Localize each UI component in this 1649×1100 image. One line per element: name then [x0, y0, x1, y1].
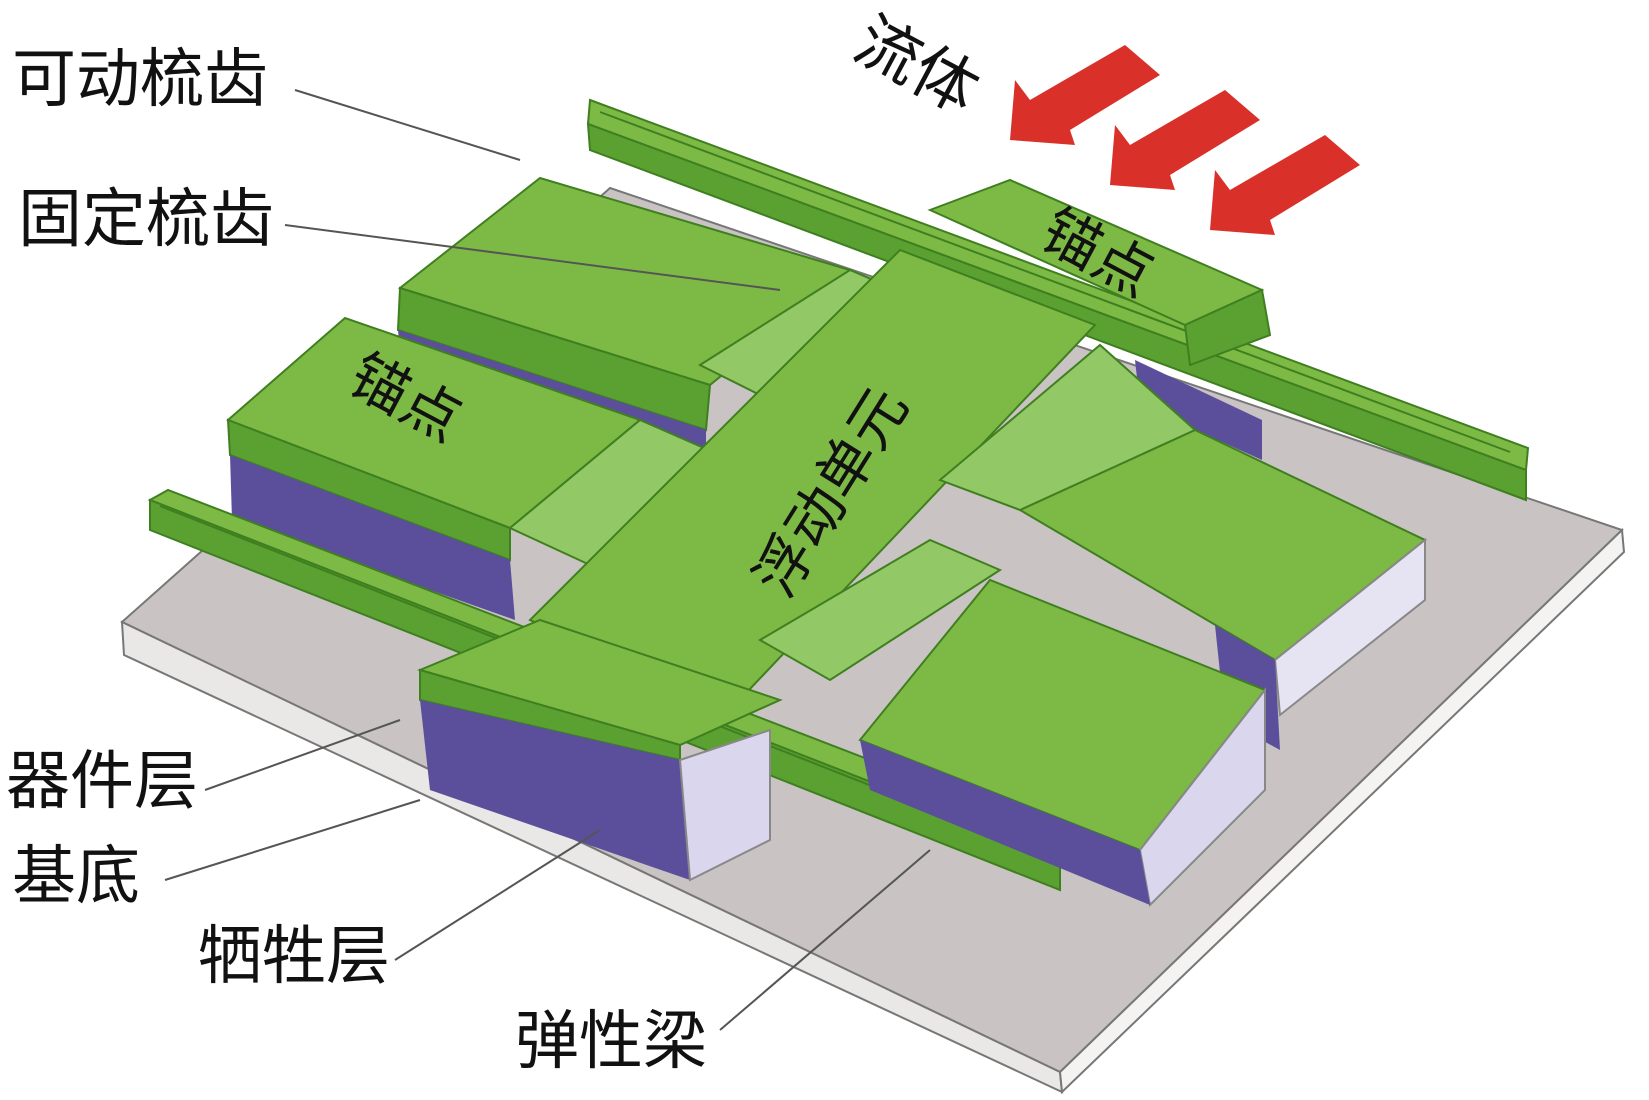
arrow-icon	[1210, 135, 1360, 235]
arrow-icon	[1010, 45, 1160, 145]
arrow-icon	[1110, 90, 1260, 190]
label-movable-comb: 可动梳齿	[12, 43, 268, 117]
fluid-arrows	[1010, 45, 1360, 235]
anchor-block-front-left	[416, 618, 783, 882]
label-fixed-comb: 固定梳齿	[18, 183, 274, 257]
comb-fingers-right	[758, 343, 1197, 682]
label-elastic-beam: 弹性梁	[515, 1005, 707, 1079]
anchor-block-front-right	[858, 578, 1267, 908]
anchor-block-upper-right	[927, 178, 1272, 460]
leader-lines	[164, 89, 931, 1031]
label-sacrificial-layer: 牺牲层	[198, 920, 390, 994]
label-device-layer: 器件层	[6, 745, 198, 819]
label-substrate: 基底	[12, 840, 140, 914]
anchor-block-right	[1017, 428, 1427, 750]
